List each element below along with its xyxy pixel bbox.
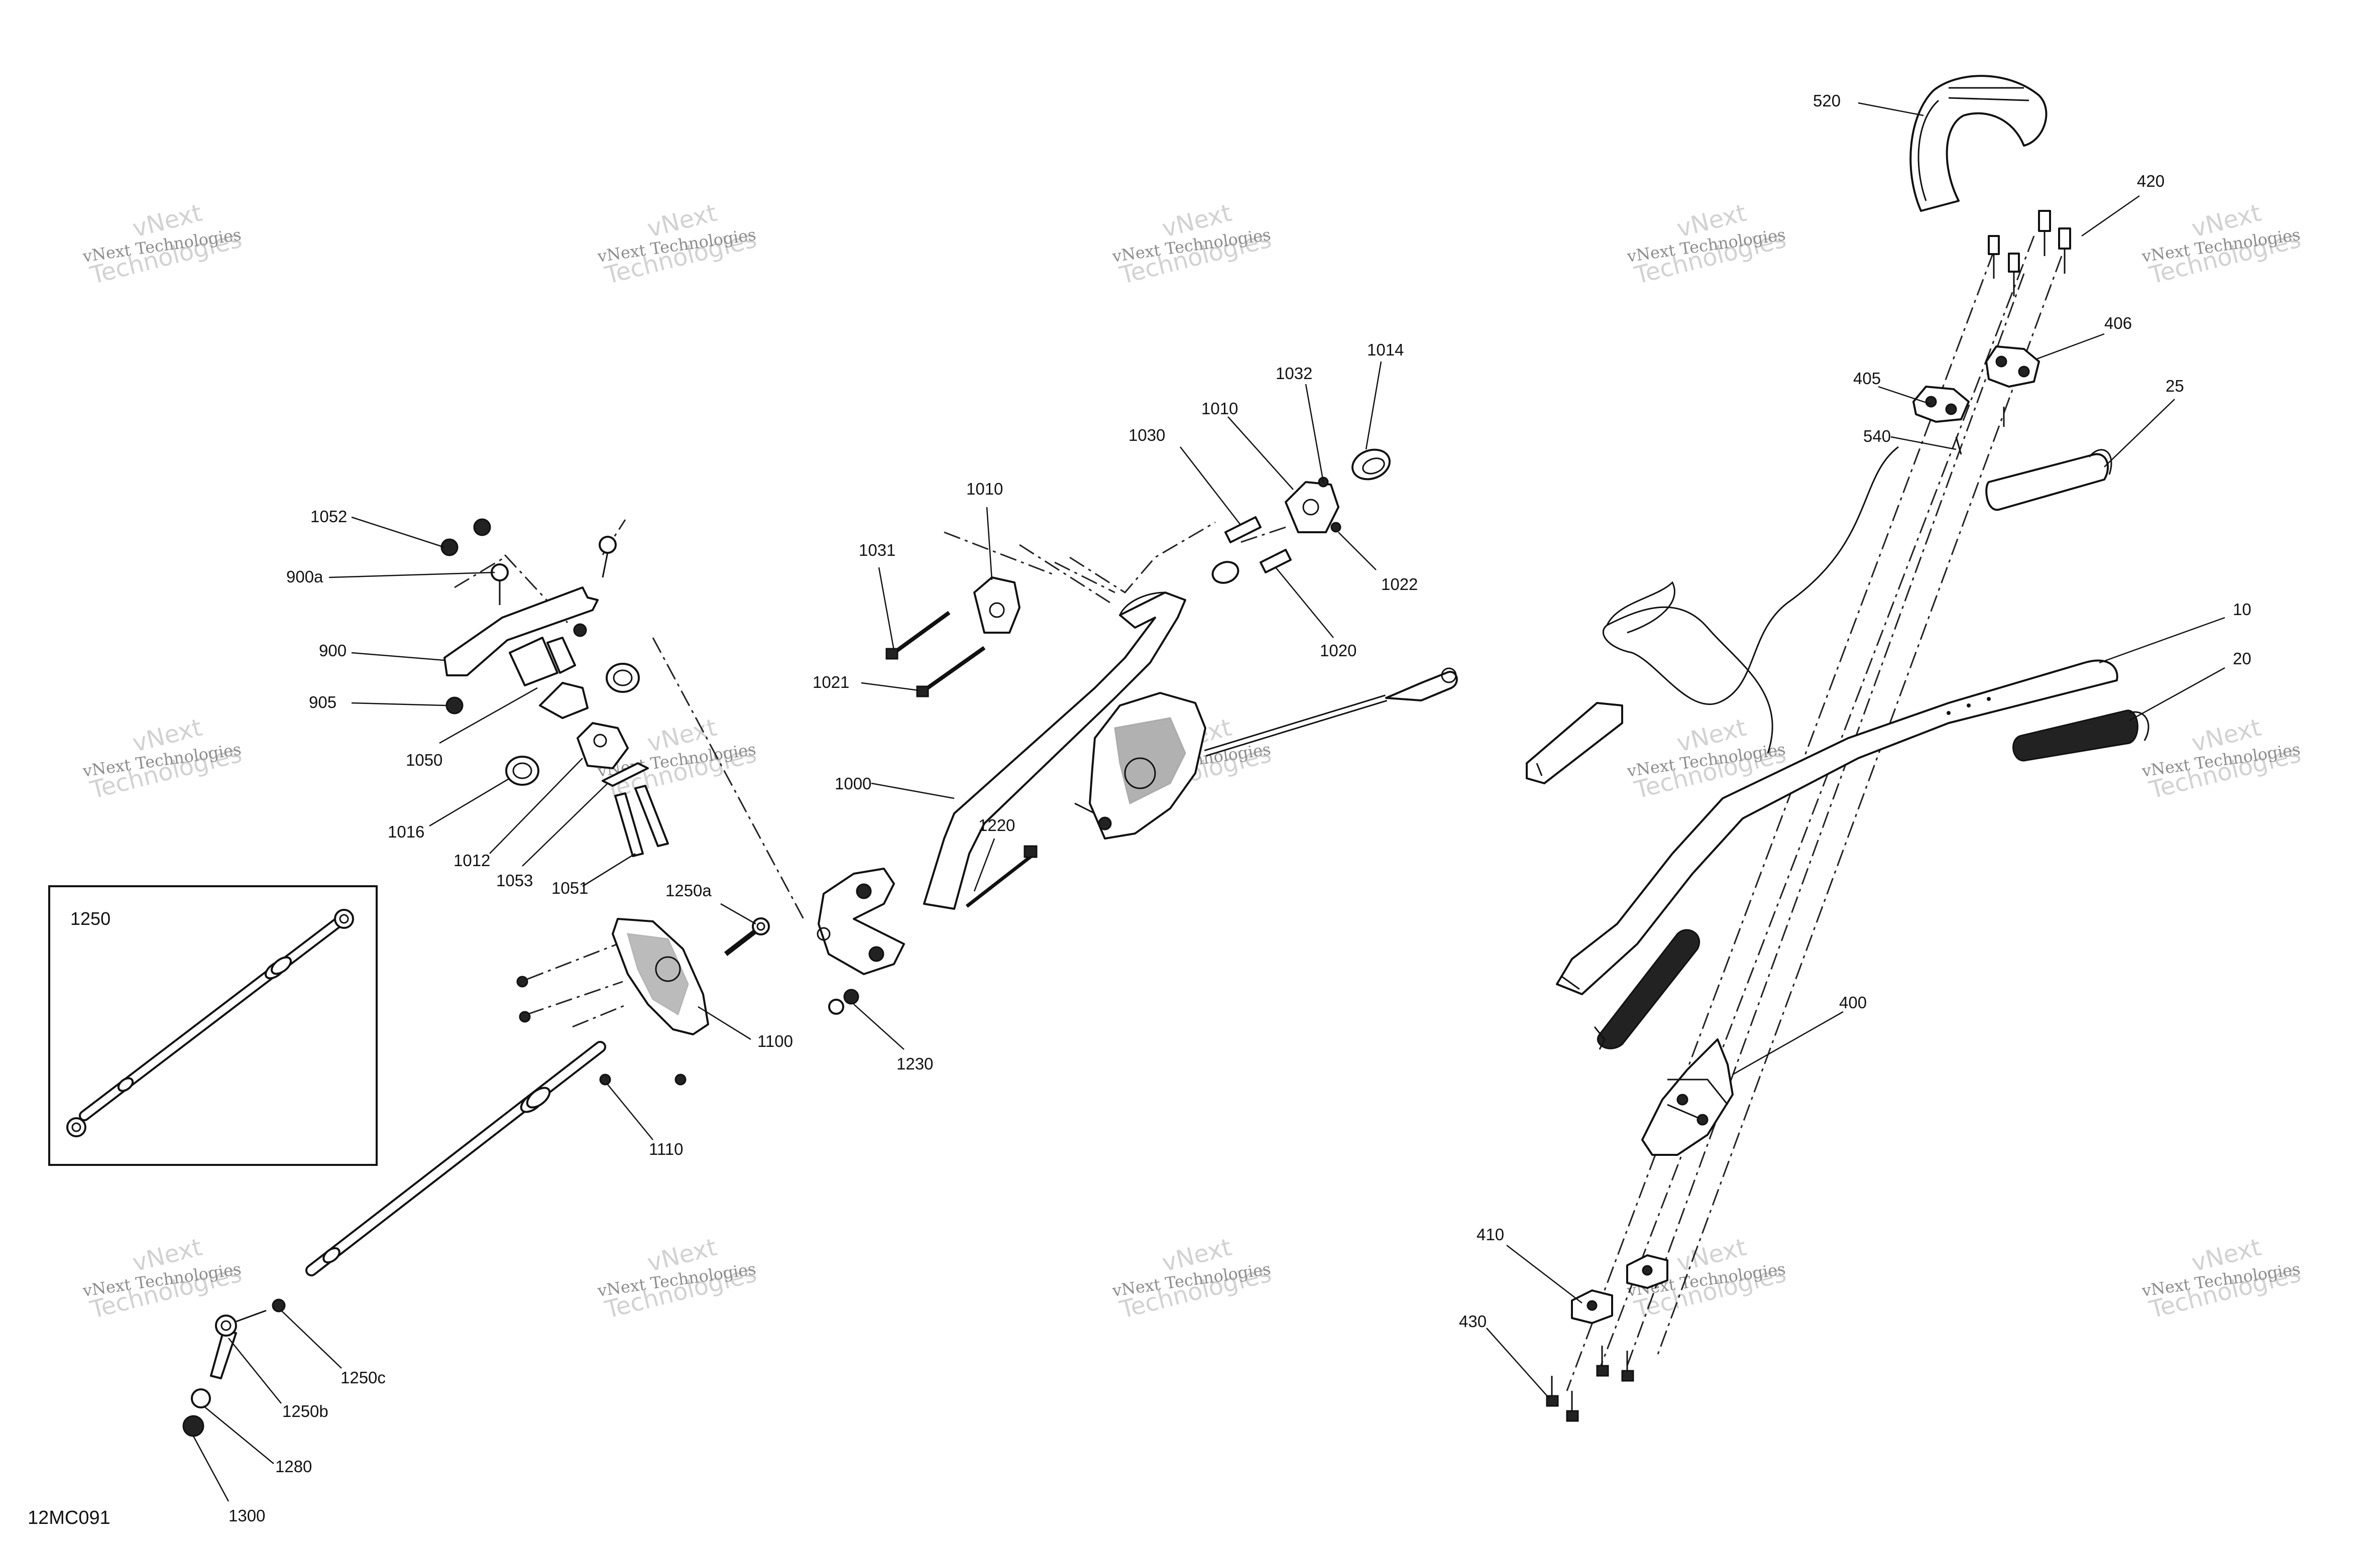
tie-rod-1250	[305, 1041, 606, 1276]
pin-540	[1955, 436, 1962, 455]
callout-1052: 1052	[310, 507, 347, 526]
handlebar-10	[1556, 659, 2118, 995]
nut-1230	[828, 989, 859, 1015]
left-grip	[1594, 929, 1701, 1050]
callout-1280: 1280	[275, 1457, 312, 1476]
assembly-lines	[454, 235, 2063, 1391]
callout-1050: 1050	[406, 751, 442, 769]
callout-1010-lower: 1010	[966, 480, 1003, 498]
handlebar-assembly	[1526, 75, 2149, 1422]
steering-support-assembly	[182, 518, 770, 1437]
steering-column-1000	[923, 591, 1186, 910]
callout-406: 406	[2104, 314, 2132, 332]
callout-1250a: 1250a	[665, 881, 712, 900]
callout-1010-upper: 1010	[1201, 399, 1238, 418]
callout-1053: 1053	[496, 871, 533, 890]
tie-rod-assembly-inset	[66, 909, 354, 1137]
handlebar-pad-520	[1909, 75, 2048, 212]
callout-labels: 520 420 406 405 540 25 10 20 400 410 430…	[229, 91, 2251, 1525]
pitman-arm	[817, 868, 905, 975]
bolts-1031-1021	[885, 611, 986, 697]
bushing-1014	[1351, 448, 1391, 481]
callout-20: 20	[2233, 649, 2251, 668]
callout-1110: 1110	[649, 1140, 684, 1158]
screws-1100	[516, 976, 687, 1086]
gear-cover-right	[1074, 692, 1206, 840]
gear-cover-1100	[612, 918, 709, 1035]
rod-end-1250b	[210, 1310, 267, 1379]
plate-1053	[602, 762, 649, 787]
steering-column-assembly	[817, 448, 1458, 1015]
washer-905	[445, 696, 464, 715]
spacer-1020	[1211, 549, 1292, 584]
callout-1016: 1016	[388, 822, 424, 841]
callout-430: 430	[1459, 1312, 1487, 1331]
callout-900a: 900a	[286, 567, 323, 586]
callout-1230: 1230	[896, 1054, 933, 1073]
callout-1022: 1022	[1381, 575, 1418, 594]
nuts-1052	[440, 518, 491, 556]
spacer-1030	[1224, 516, 1262, 543]
bolts-430	[1546, 1346, 1634, 1422]
bolts-1051	[614, 785, 669, 857]
clamp-1010-upper	[1285, 477, 1341, 533]
callout-410: 410	[1477, 1225, 1504, 1244]
callout-1020: 1020	[1320, 641, 1356, 660]
callout-405: 405	[1853, 369, 1881, 388]
callout-1250c: 1250c	[341, 1368, 386, 1387]
callout-420: 420	[2137, 172, 2165, 190]
inset-box-1250: 1250	[48, 885, 378, 1166]
callout-900: 900	[319, 641, 347, 660]
callout-1220: 1220	[978, 816, 1015, 835]
upper-clamp-406	[1985, 345, 2040, 427]
callout-905: 905	[309, 693, 336, 711]
bracket-900	[443, 586, 599, 676]
upper-clamp-405	[1912, 386, 1970, 423]
inset-label: 1250	[70, 908, 110, 929]
grip-20	[2012, 709, 2149, 762]
callout-1021: 1021	[813, 673, 849, 691]
callout-1014: 1014	[1367, 340, 1404, 359]
callout-400: 400	[1839, 993, 1867, 1012]
lower-clamp-410	[1571, 1254, 1668, 1324]
callout-1012: 1012	[454, 851, 490, 870]
nut-1300	[182, 1415, 204, 1437]
right-grip-25	[1985, 449, 2112, 511]
leader-lines	[192, 102, 2225, 1502]
tie-rod-end-1250a	[724, 917, 770, 956]
bolts-420	[1988, 210, 2071, 296]
tie-rod-right	[1204, 667, 1458, 757]
callout-1250b: 1250b	[282, 1402, 328, 1420]
callout-10: 10	[2233, 600, 2251, 619]
callout-1100: 1100	[757, 1032, 793, 1050]
callout-1031: 1031	[859, 541, 895, 559]
riser-400	[1641, 1038, 1734, 1156]
bolt-1220	[965, 845, 1038, 908]
callout-1000: 1000	[835, 774, 871, 793]
callout-1300: 1300	[229, 1506, 265, 1525]
wiring-harness	[1602, 446, 1899, 754]
washer-1280	[191, 1388, 211, 1408]
callout-1051: 1051	[551, 879, 588, 897]
nut-1250c	[272, 1298, 286, 1313]
diagram-code: 12MC091	[28, 1507, 110, 1528]
callout-25: 25	[2166, 377, 2184, 395]
callout-540: 540	[1863, 427, 1891, 445]
callout-1032: 1032	[1276, 364, 1312, 383]
callout-1030: 1030	[1128, 426, 1165, 444]
clamp-1012	[577, 722, 629, 769]
left-control-switch	[1526, 702, 1623, 784]
bolt-900a	[491, 536, 617, 605]
clamp-1010-lower	[973, 576, 1021, 634]
block-1050	[509, 637, 589, 719]
bushing-1016	[505, 663, 640, 786]
callout-520: 520	[1813, 91, 1841, 110]
